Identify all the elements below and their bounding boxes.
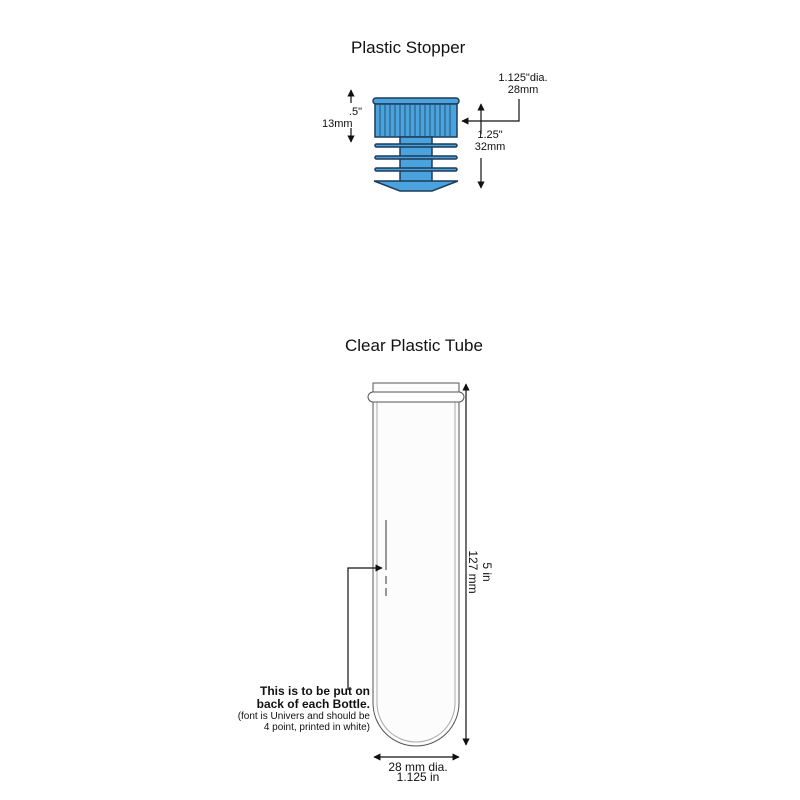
cap-height-in: .5" <box>348 106 362 118</box>
note-line-4: 4 point, printed in white) <box>263 722 370 733</box>
tube-length-label: 5 in 127 mm <box>466 532 494 612</box>
cap-height-mm: 13mm <box>322 118 353 130</box>
stopper-title: Plastic Stopper <box>351 38 466 57</box>
tube-dimension-lines <box>347 383 470 761</box>
plastic-stopper <box>372 97 460 192</box>
note-line-1: This is to be put on <box>260 684 370 698</box>
stopper-height-mm: 32mm <box>474 141 506 153</box>
tube-diameter-in: 1.125 in <box>396 770 440 784</box>
stopper-diameter-in: 1.125"dia. <box>498 72 548 84</box>
note-line-3: (font is Univers and should be <box>237 711 370 722</box>
tube-length-in: 5 in <box>480 562 494 582</box>
placement-note: This is to be put on back of each Bottle… <box>230 685 370 733</box>
stopper-diameter-mm: 28mm <box>507 84 539 96</box>
tube-diameter-mm: 28 mm dia. <box>388 760 448 774</box>
tube-length-mm: 127 mm <box>466 550 480 594</box>
tube-title: Clear Plastic Tube <box>345 336 483 355</box>
clear-plastic-tube <box>367 382 465 747</box>
stopper-dimension-lines <box>347 89 520 189</box>
note-line-2: back of each Bottle. <box>256 697 370 711</box>
stopper-height-in: 1.25" <box>477 129 503 141</box>
